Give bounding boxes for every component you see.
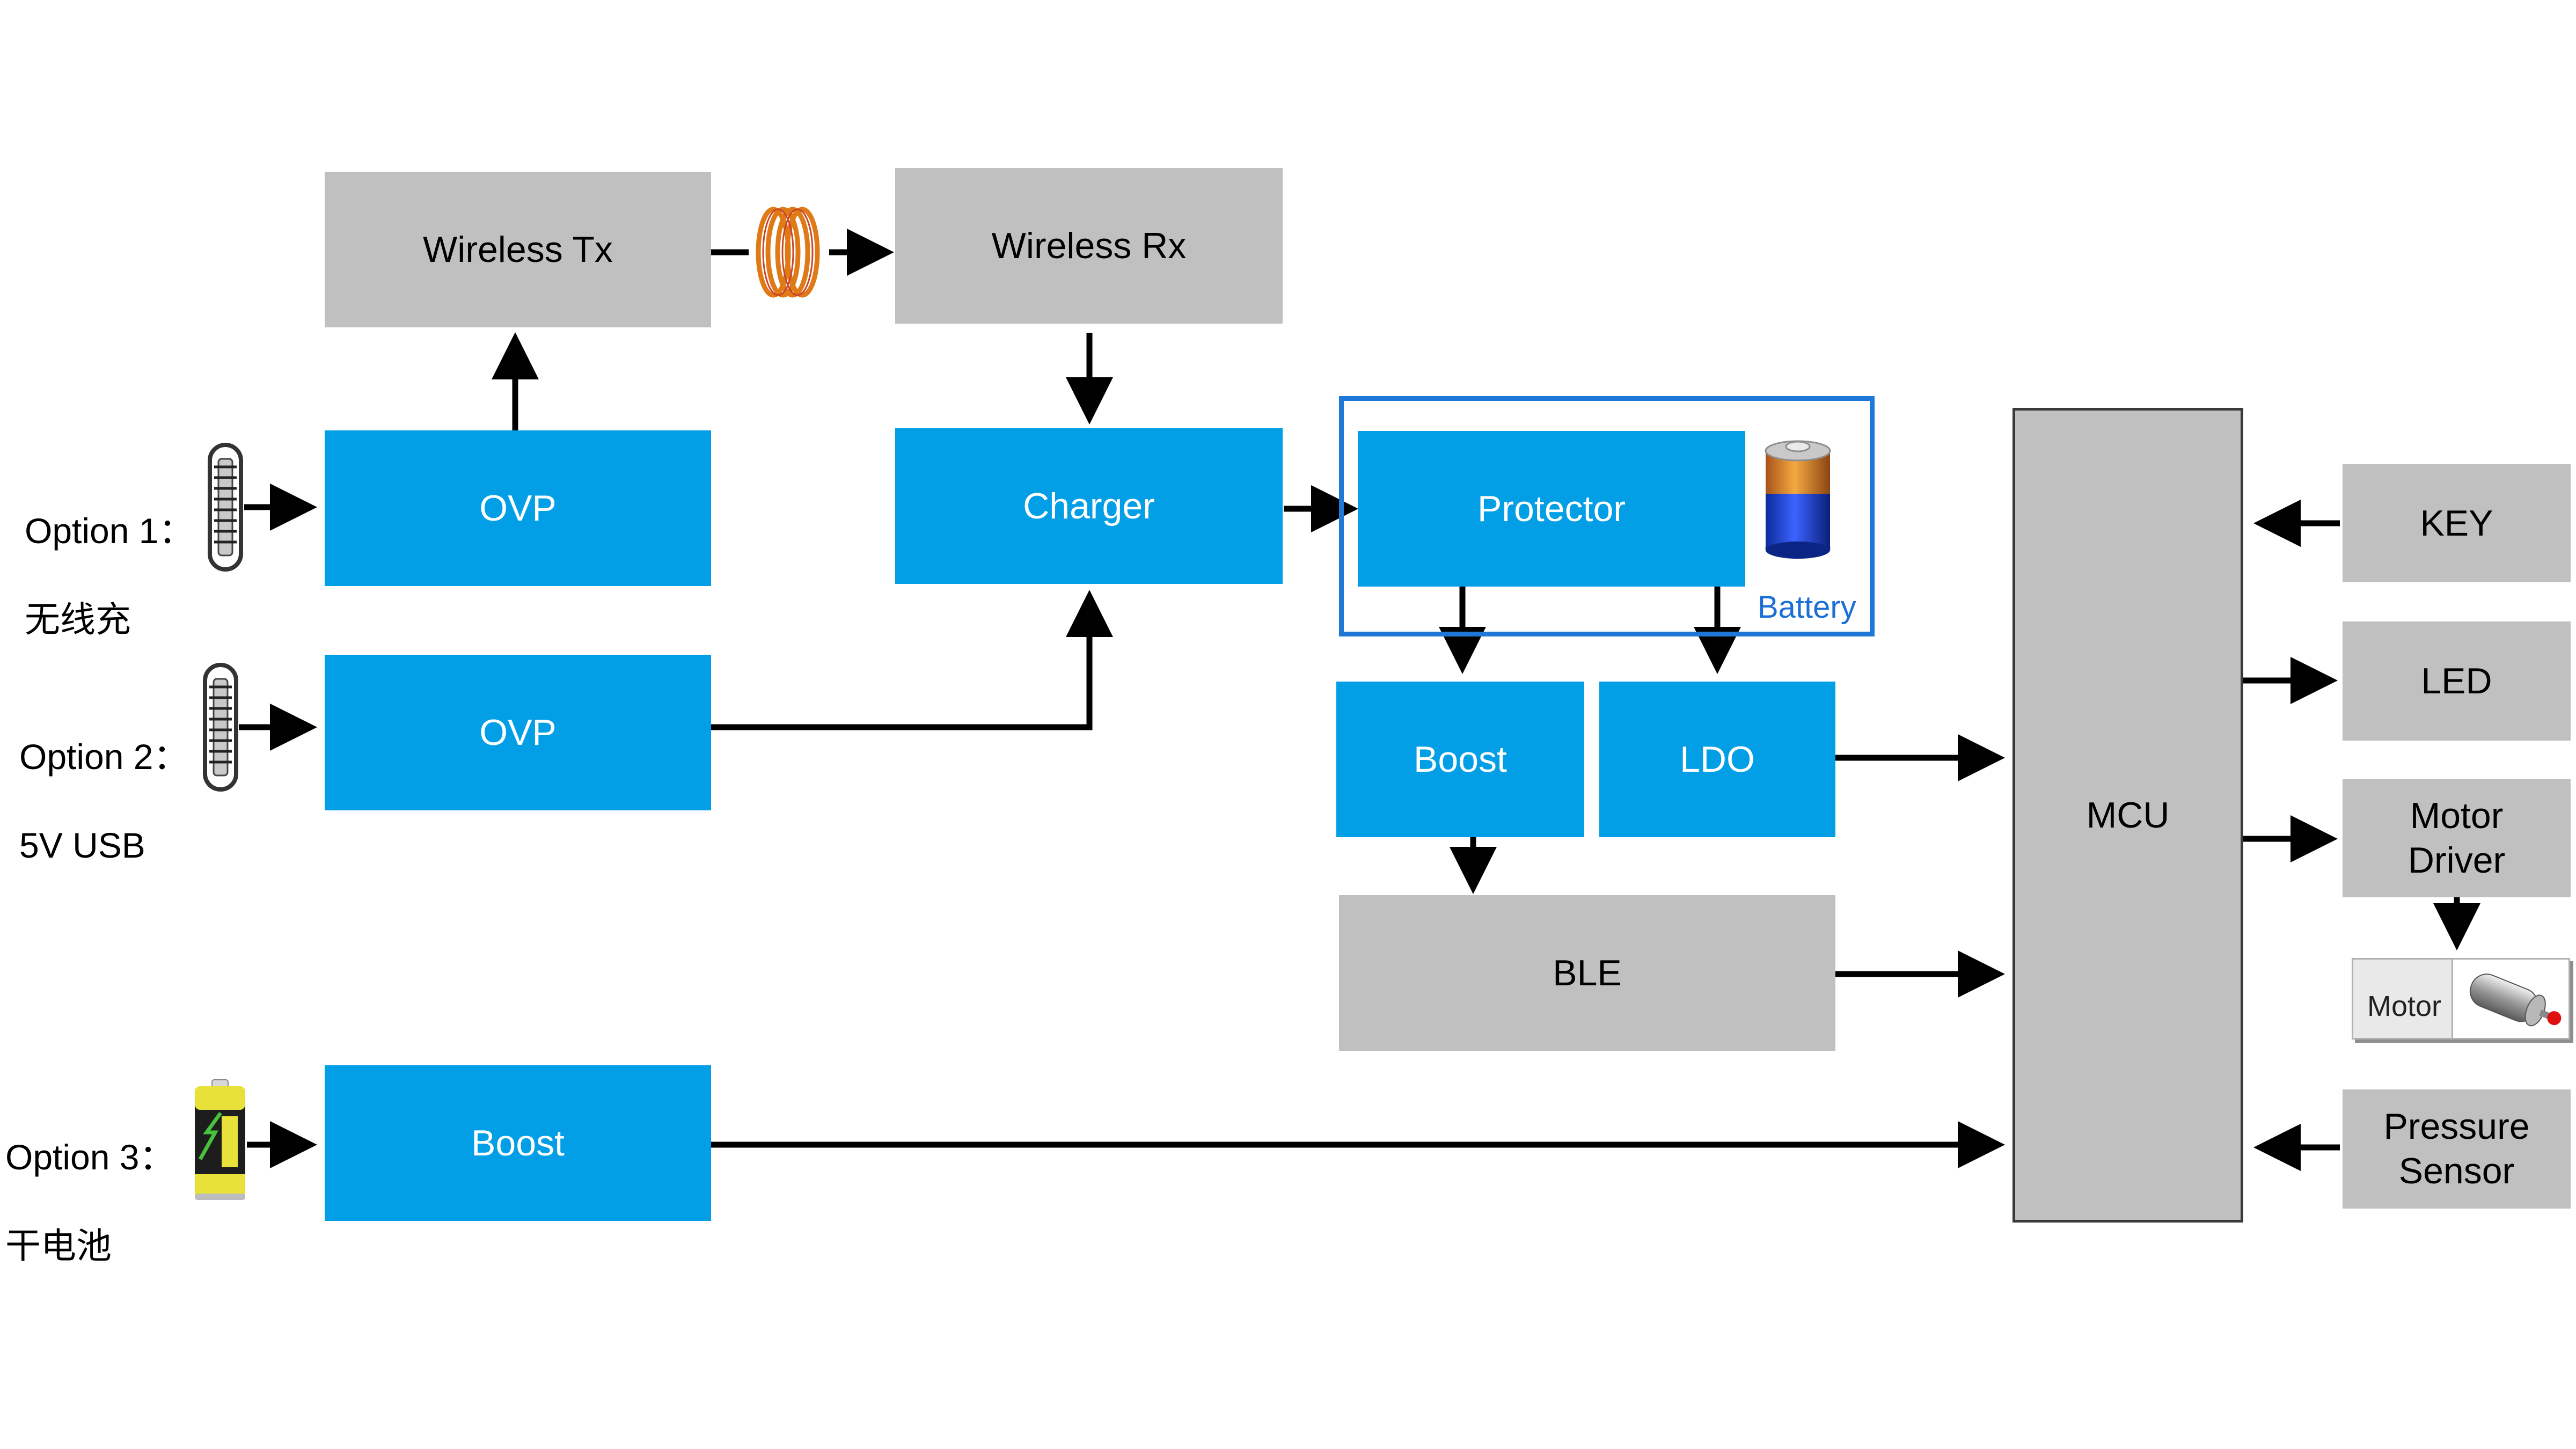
motor-picture bbox=[2451, 960, 2568, 1038]
boost-block: Boost bbox=[1336, 682, 1584, 837]
motor-driver-label: Motor Driver bbox=[2407, 795, 2506, 881]
ble-label: BLE bbox=[1553, 952, 1622, 993]
option2-label: Option 2： 5V USB bbox=[19, 690, 189, 912]
wireless-tx-label: Wireless Tx bbox=[423, 229, 613, 270]
option3-label: Option 3： 干电池 bbox=[5, 1091, 175, 1312]
protector-block: Protector bbox=[1358, 431, 1745, 587]
boost-opt3-label: Boost bbox=[471, 1122, 565, 1163]
option2-subtitle: 5V USB bbox=[19, 825, 145, 865]
protector-label: Protector bbox=[1477, 488, 1626, 529]
wireless-coil-icon bbox=[756, 207, 820, 298]
usb-connector-icon bbox=[208, 443, 243, 572]
option1-label: Option 1： 无线充 bbox=[25, 464, 194, 686]
ovp1-label: OVP bbox=[479, 487, 557, 529]
mcu-block: MCU bbox=[2012, 408, 2243, 1223]
dry-cell-battery-icon bbox=[195, 1079, 245, 1200]
charger-label: Charger bbox=[1023, 485, 1155, 526]
pressure-sensor-block: Pressure Sensor bbox=[2343, 1089, 2571, 1209]
ldo-block: LDO bbox=[1599, 682, 1835, 837]
motor-block: Motor bbox=[2352, 958, 2570, 1040]
battery-pack-icon bbox=[1765, 440, 1831, 559]
key-block: KEY bbox=[2343, 464, 2571, 582]
usb-connector-icon bbox=[203, 663, 238, 792]
ble-block: BLE bbox=[1339, 895, 1835, 1051]
led-label: LED bbox=[2421, 660, 2492, 701]
charger-block: Charger bbox=[895, 428, 1283, 584]
ovp2-block: OVP bbox=[325, 655, 711, 810]
mcu-label: MCU bbox=[2086, 794, 2170, 836]
boost-opt3-block: Boost bbox=[325, 1065, 711, 1221]
option3-title: Option 3： bbox=[5, 1137, 175, 1177]
key-label: KEY bbox=[2420, 502, 2493, 544]
option3-subtitle: 干电池 bbox=[5, 1225, 112, 1265]
boost-label: Boost bbox=[1414, 738, 1507, 780]
ovp2-label: OVP bbox=[479, 712, 557, 753]
battery-label: Battery bbox=[1758, 590, 1856, 625]
wireless-rx-label: Wireless Rx bbox=[991, 225, 1187, 266]
protector-battery-group bbox=[1339, 396, 1875, 636]
wireless-tx-block: Wireless Tx bbox=[325, 172, 711, 327]
led-block: LED bbox=[2343, 621, 2571, 741]
motor-driver-block: Motor Driver bbox=[2343, 779, 2571, 897]
ovp1-block: OVP bbox=[325, 430, 711, 586]
motor-label: Motor bbox=[2367, 990, 2442, 1022]
motor-icon bbox=[2469, 974, 2562, 1027]
arrow-ovp2-to-charger bbox=[711, 590, 1113, 730]
option1-subtitle: 无线充 bbox=[25, 599, 131, 639]
option2-title: Option 2： bbox=[19, 736, 189, 777]
pressure-sensor-label: Pressure Sensor bbox=[2383, 1106, 2530, 1191]
wireless-rx-block: Wireless Rx bbox=[895, 168, 1283, 324]
option1-title: Option 1： bbox=[25, 510, 194, 551]
ldo-label: LDO bbox=[1680, 738, 1755, 780]
